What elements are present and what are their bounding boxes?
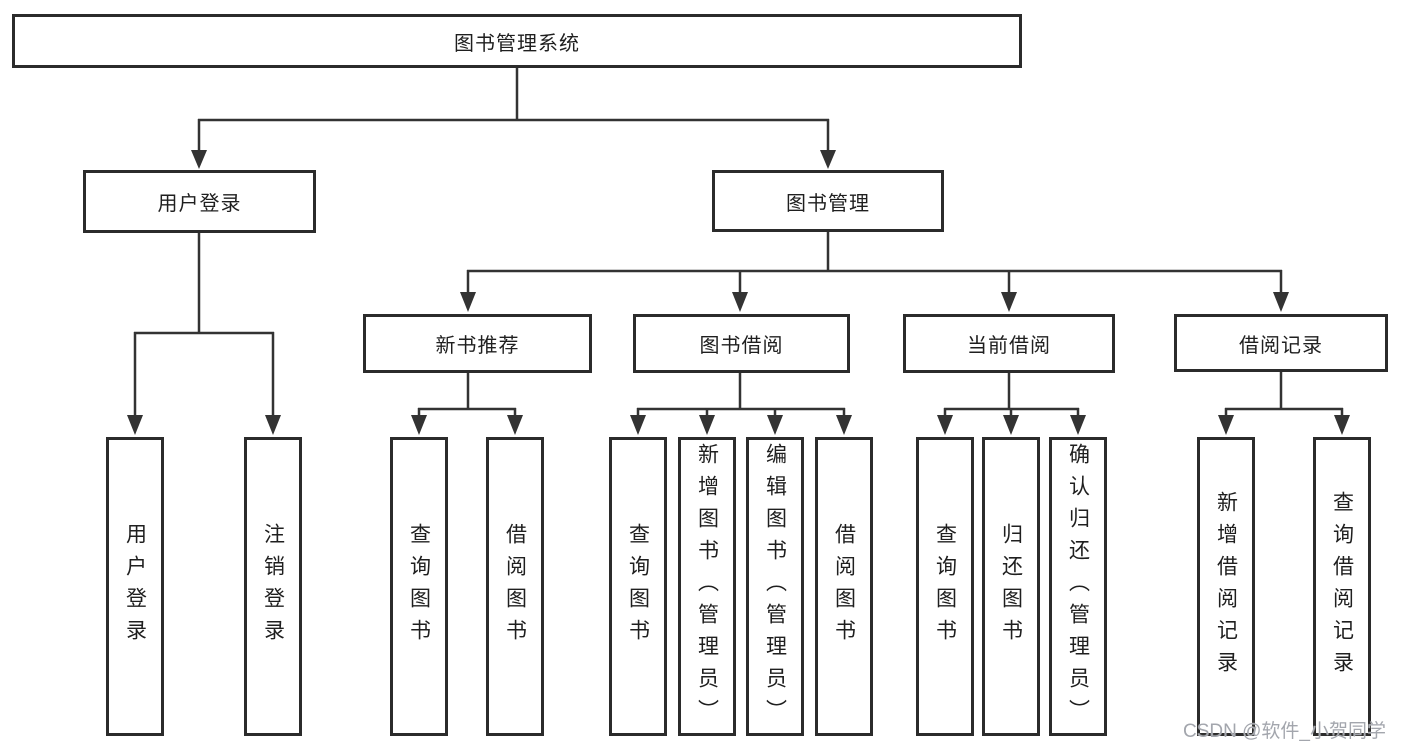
leaf-borrow-books-label: 借阅图书 [832, 522, 856, 651]
node-library-system: 图书管理系统 [12, 14, 1022, 68]
leaf-query-books-recommend: 查询图书 [390, 437, 448, 736]
node-book-management: 图书管理 [712, 170, 944, 232]
leaf-return-books: 归还图书 [982, 437, 1040, 736]
leaf-confirm-return-admin: 确认归还（管理员） [1049, 437, 1107, 736]
leaf-query-books-recommend-label: 查询图书 [407, 522, 431, 651]
leaf-edit-books-admin-label: 编辑图书（管理员） [763, 442, 787, 731]
node-current-borrowing: 当前借阅 [903, 314, 1115, 373]
leaf-query-books-current: 查询图书 [916, 437, 974, 736]
leaf-query-books-current-label: 查询图书 [933, 522, 957, 651]
leaf-query-borrow-record: 查询借阅记录 [1313, 437, 1371, 736]
leaf-query-borrow-record-label: 查询借阅记录 [1330, 490, 1354, 683]
leaf-logout: 注销登录 [244, 437, 302, 736]
node-user-login: 用户登录 [83, 170, 316, 233]
leaf-query-books-borrow-label: 查询图书 [626, 522, 650, 651]
leaf-edit-books-admin: 编辑图书（管理员） [746, 437, 804, 736]
leaf-confirm-return-admin-label: 确认归还（管理员） [1066, 442, 1090, 731]
leaf-borrow-books-recommend-label: 借阅图书 [503, 522, 527, 651]
csdn-watermark: CSDN @软件_小贺同学 [1183, 721, 1386, 742]
leaf-borrow-books-recommend: 借阅图书 [486, 437, 544, 736]
leaf-add-books-admin-label: 新增图书（管理员） [695, 442, 719, 731]
node-borrowing-records: 借阅记录 [1174, 314, 1388, 372]
node-new-book-recommend: 新书推荐 [363, 314, 592, 373]
leaf-user-login: 用户登录 [106, 437, 164, 736]
leaf-logout-label: 注销登录 [261, 522, 285, 651]
leaf-borrow-books: 借阅图书 [815, 437, 873, 736]
leaf-add-books-admin: 新增图书（管理员） [678, 437, 736, 736]
leaf-add-borrow-record: 新增借阅记录 [1197, 437, 1255, 736]
leaf-add-borrow-record-label: 新增借阅记录 [1214, 490, 1238, 683]
node-book-borrowing: 图书借阅 [633, 314, 850, 373]
leaf-return-books-label: 归还图书 [999, 522, 1023, 651]
leaf-query-books-borrow: 查询图书 [609, 437, 667, 736]
leaf-user-login-label: 用户登录 [123, 522, 147, 651]
